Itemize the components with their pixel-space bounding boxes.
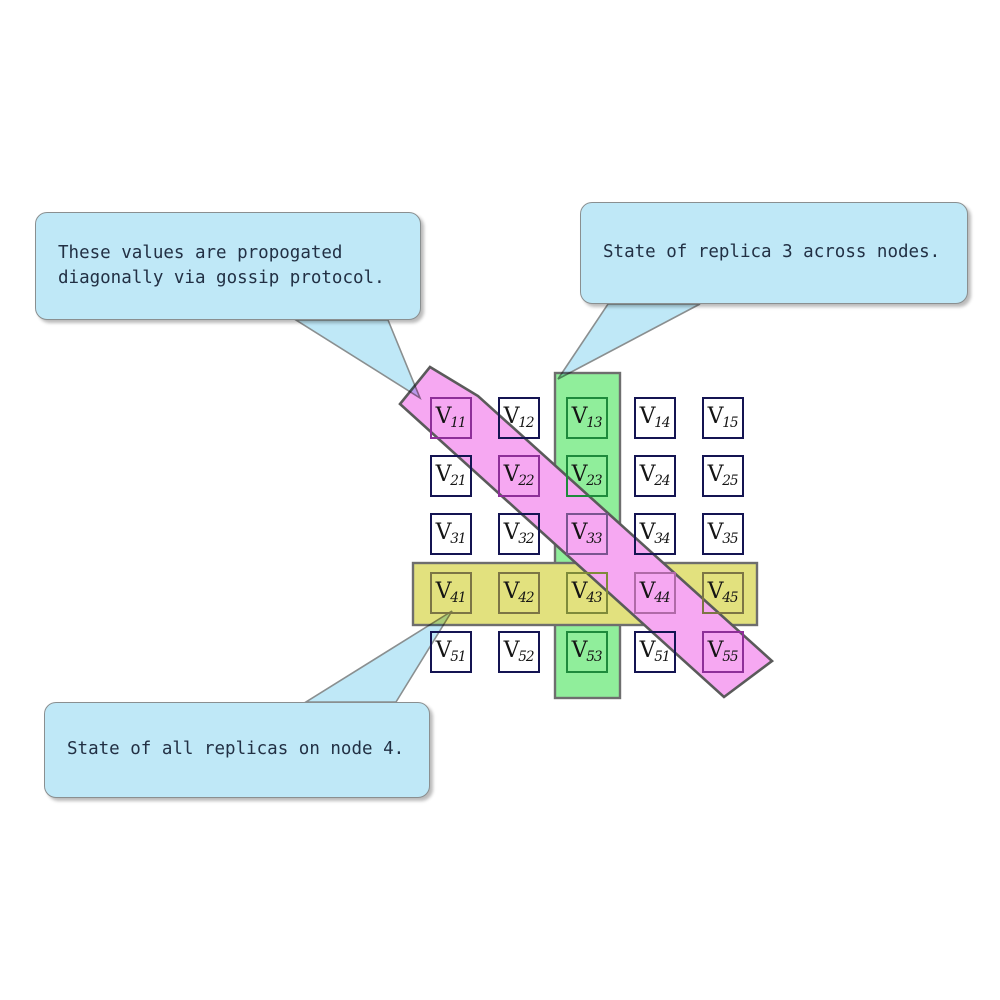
grid-cell-v45[interactable]: V45 — [702, 572, 744, 614]
grid-cell-v54[interactable]: V51 — [634, 631, 676, 673]
callout-gossip-tail — [293, 319, 422, 401]
grid-cell-v14[interactable]: V14 — [634, 397, 676, 439]
grid-cell-v51[interactable]: V51 — [430, 631, 472, 673]
callout-node-4[interactable]: State of all replicas on node 4. — [44, 702, 430, 798]
cell-label: V43 — [571, 579, 603, 607]
cell-label: V12 — [503, 404, 535, 432]
grid-cell-v25[interactable]: V25 — [702, 455, 744, 497]
cell-label: V45 — [707, 579, 739, 607]
grid-cell-v23[interactable]: V23 — [566, 455, 608, 497]
cell-label: V51 — [639, 638, 671, 666]
grid-cell-v31[interactable]: V31 — [430, 513, 472, 555]
grid-cell-v42[interactable]: V42 — [498, 572, 540, 614]
cell-label: V52 — [503, 638, 535, 666]
cell-label: V31 — [435, 520, 467, 548]
gossip-diagonal-band[interactable] — [398, 365, 775, 699]
cell-label: V41 — [435, 579, 467, 607]
grid-cell-v41[interactable]: V41 — [430, 572, 472, 614]
callout-replica-3[interactable]: State of replica 3 across nodes. — [580, 202, 968, 304]
grid-cell-v15[interactable]: V15 — [702, 397, 744, 439]
callout-replica-3-tail — [557, 303, 701, 380]
cell-label: V24 — [639, 462, 671, 490]
cell-label: V35 — [707, 520, 739, 548]
cell-label: V15 — [707, 404, 739, 432]
cell-label: V33 — [571, 520, 603, 548]
callout-gossip[interactable]: These values are propogated diagonally v… — [35, 212, 421, 320]
cell-label: V25 — [707, 462, 739, 490]
grid-cell-v21[interactable]: V21 — [430, 455, 472, 497]
cell-label: V21 — [435, 462, 467, 490]
cell-label: V44 — [639, 579, 671, 607]
grid-cell-v32[interactable]: V32 — [498, 513, 540, 555]
grid-cell-v43[interactable]: V43 — [566, 572, 608, 614]
grid-cell-v44[interactable]: V44 — [634, 572, 676, 614]
cell-label: V42 — [503, 579, 535, 607]
grid-cell-v53[interactable]: V53 — [566, 631, 608, 673]
grid-cell-v11[interactable]: V11 — [430, 397, 472, 439]
grid-cell-v35[interactable]: V35 — [702, 513, 744, 555]
callout-node-4-text: State of all replicas on node 4. — [67, 738, 405, 759]
cell-label: V22 — [503, 462, 535, 490]
cell-label: V23 — [571, 462, 603, 490]
callout-gossip-text: These values are propogated diagonally v… — [58, 243, 385, 288]
cell-label: V53 — [571, 638, 603, 666]
grid-cell-v52[interactable]: V52 — [498, 631, 540, 673]
cell-label: V13 — [571, 404, 603, 432]
grid-cell-v24[interactable]: V24 — [634, 455, 676, 497]
grid-cell-v12[interactable]: V12 — [498, 397, 540, 439]
callout-replica-3-text: State of replica 3 across nodes. — [603, 241, 941, 262]
grid-cell-v22[interactable]: V22 — [498, 455, 540, 497]
grid-cell-v13[interactable]: V13 — [566, 397, 608, 439]
grid-cell-v34[interactable]: V34 — [634, 513, 676, 555]
cell-label: V14 — [639, 404, 671, 432]
cell-label: V55 — [707, 638, 739, 666]
grid-cell-v55[interactable]: V55 — [702, 631, 744, 673]
cell-label: V11 — [435, 404, 467, 432]
grid-cell-v33[interactable]: V33 — [566, 513, 608, 555]
cell-label: V51 — [435, 638, 467, 666]
cell-label: V32 — [503, 520, 535, 548]
cell-label: V34 — [639, 520, 671, 548]
